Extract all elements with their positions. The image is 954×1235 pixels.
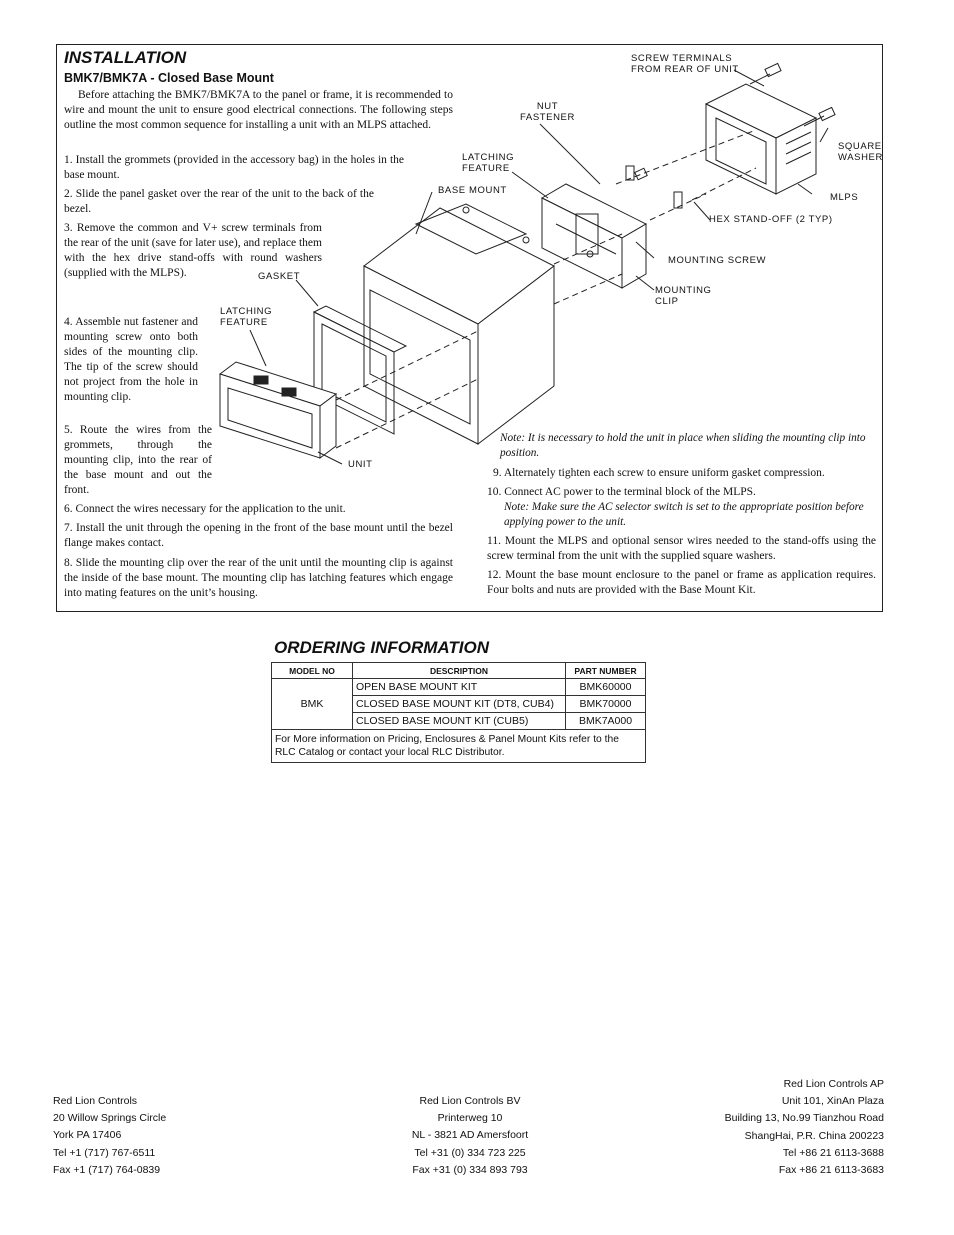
step-1: 1. Install the grommets (provided in the… xyxy=(64,154,404,181)
address-line: Fax +86 21 6113-3683 xyxy=(778,1164,884,1177)
address-line: ShangHai, P.R. China 200223 xyxy=(744,1129,884,1142)
step-9: 9. Alternately tighten each screw to ens… xyxy=(493,467,825,479)
callout-latching-feature-left: LATCHING FEATURE xyxy=(220,306,273,328)
step-7: 7. Install the unit through the opening … xyxy=(64,522,453,549)
callout-unit: UNIT xyxy=(348,459,373,470)
address-line: Tel +1 (717) 767-6511 xyxy=(53,1146,156,1159)
address-netherlands: Red Lion Controls BV Printerweg 10 NL - … xyxy=(380,1093,560,1179)
table-footer-note: For More information on Pricing, Enclosu… xyxy=(271,729,646,763)
callout-mlps: MLPS xyxy=(830,192,859,203)
step-3: 3. Remove the common and V+ screw termin… xyxy=(64,222,322,279)
callout-base-mount: BASE MOUNT xyxy=(438,185,507,196)
part-number-cell: BMK60000 xyxy=(565,678,646,696)
table-row: CLOSED BASE MOUNT KIT (CUB5) BMK7A000 xyxy=(272,712,646,730)
table-header-row: MODEL NO DESCRIPTION PART NUMBER xyxy=(271,662,646,679)
callout-screw-terminals: SCREW TERMINALS FROM REAR OF UNIT xyxy=(631,53,739,75)
step-6: 6. Connect the wires necessary for the a… xyxy=(64,503,346,515)
model-cell: BMK xyxy=(271,678,353,730)
installation-frame xyxy=(56,44,883,612)
header-model-no: MODEL NO xyxy=(271,662,353,679)
header-part-number: PART NUMBER xyxy=(565,662,646,679)
callout-mounting-clip: MOUNTING CLIP xyxy=(655,285,712,307)
step-2: 2. Slide the panel gasket over the rear … xyxy=(64,188,374,215)
address-line: Red Lion Controls xyxy=(53,1095,138,1107)
part-number-cell: BMK70000 xyxy=(565,695,646,713)
installation-subtitle: BMK7/BMK7A - Closed Base Mount xyxy=(64,71,274,85)
address-line: Red Lion Controls BV xyxy=(419,1095,521,1107)
part-number-cell: BMK7A000 xyxy=(565,712,646,730)
table-row: BMK OPEN BASE MOUNT KIT BMK60000 xyxy=(271,678,646,730)
address-line: Fax +31 (0) 334 893 793 xyxy=(412,1163,528,1176)
callout-latching-feature-top: LATCHING FEATURE xyxy=(462,152,515,174)
table-footer-row: For More information on Pricing, Enclosu… xyxy=(271,729,646,763)
callout-mounting-screw: MOUNTING SCREW xyxy=(668,255,767,266)
step-11: 11. Mount the MLPS and optional sensor w… xyxy=(487,535,876,562)
callout-square-washer: SQUARE WASHER xyxy=(838,141,883,163)
step-4: 4. Assemble nut fastener and mounting sc… xyxy=(64,316,198,403)
description-cell: CLOSED BASE MOUNT KIT (CUB5) xyxy=(352,712,566,730)
address-line: Printerweg 10 xyxy=(437,1112,503,1125)
step-10: 10. Connect AC power to the terminal blo… xyxy=(487,486,756,498)
description-cell: CLOSED BASE MOUNT KIT (DT8, CUB4) xyxy=(352,695,566,713)
installation-intro: Before attaching the BMK7/BMK7A to the p… xyxy=(64,89,453,131)
address-usa: Red Lion Controls 20 Willow Springs Circ… xyxy=(53,1093,166,1179)
note-ac-selector: Note: Make sure the AC selector switch i… xyxy=(504,501,864,528)
step-5: 5. Route the wires from the grommets, th… xyxy=(64,424,212,496)
table-row: CLOSED BASE MOUNT KIT (DT8, CUB4) BMK700… xyxy=(272,695,646,713)
callout-hex-standoff: HEX STAND-OFF (2 TYP) xyxy=(709,214,833,225)
address-line: Red Lion Controls AP xyxy=(783,1078,884,1090)
ordering-title: ORDERING INFORMATION xyxy=(274,638,490,657)
address-line: 20 Willow Springs Circle xyxy=(53,1112,167,1125)
header-description: DESCRIPTION xyxy=(352,662,566,679)
note-mounting-clip: Note: It is necessary to hold the unit i… xyxy=(500,432,866,459)
address-line: Tel +31 (0) 334 723 225 xyxy=(414,1146,526,1159)
callout-gasket: GASKET xyxy=(258,271,301,282)
address-line: Tel +86 21 6113-3688 xyxy=(782,1146,884,1159)
address-line: Fax +1 (717) 764-0839 xyxy=(53,1163,161,1176)
ordering-table: MODEL NO DESCRIPTION PART NUMBER BMK OPE… xyxy=(271,662,646,763)
address-line: NL - 3821 AD Amersfoort xyxy=(411,1129,529,1142)
address-line: York PA 17406 xyxy=(53,1129,122,1142)
address-line: Building 13, No.99 Tianzhou Road xyxy=(724,1112,884,1125)
address-line: Unit 101, XinAn Plaza xyxy=(781,1095,884,1108)
callout-nut-fastener: NUT FASTENER xyxy=(520,101,575,123)
step-8: 8. Slide the mounting clip over the rear… xyxy=(64,557,453,599)
installation-title: INSTALLATION xyxy=(64,48,187,67)
description-cell: OPEN BASE MOUNT KIT xyxy=(352,678,566,696)
address-china: Red Lion Controls AP Unit 101, XinAn Pla… xyxy=(684,1076,884,1179)
step-12: 12. Mount the base mount enclosure to th… xyxy=(487,569,876,596)
